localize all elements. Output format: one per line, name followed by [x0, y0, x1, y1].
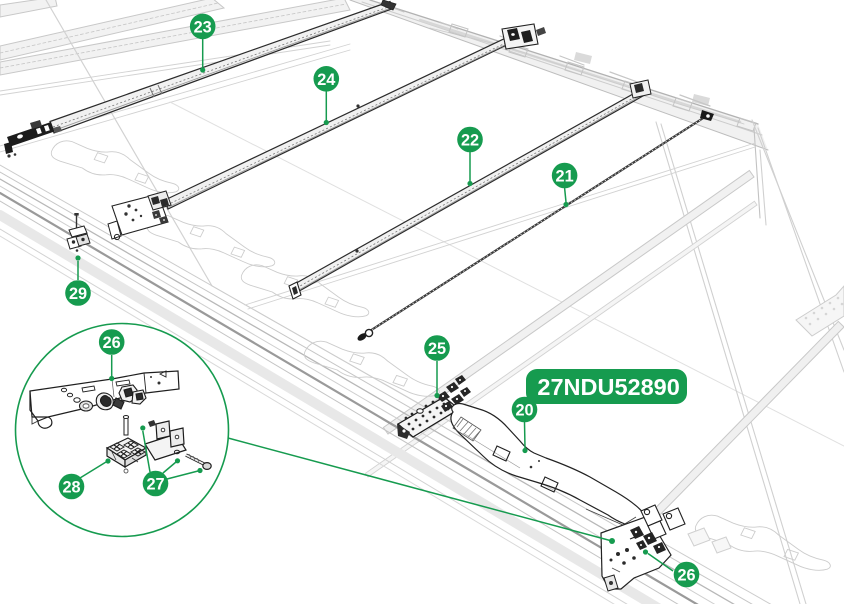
svg-text:23: 23	[194, 18, 212, 36]
svg-text:27: 27	[146, 476, 164, 494]
svg-text:20: 20	[515, 402, 533, 420]
svg-text:28: 28	[62, 479, 80, 497]
svg-text:26: 26	[103, 334, 121, 352]
svg-text:26: 26	[677, 567, 695, 585]
svg-text:29: 29	[69, 285, 87, 303]
svg-text:24: 24	[317, 71, 335, 89]
svg-text:22: 22	[461, 132, 479, 150]
svg-text:27NDU52890: 27NDU52890	[537, 374, 679, 400]
svg-text:21: 21	[556, 168, 574, 186]
svg-text:25: 25	[428, 340, 446, 358]
